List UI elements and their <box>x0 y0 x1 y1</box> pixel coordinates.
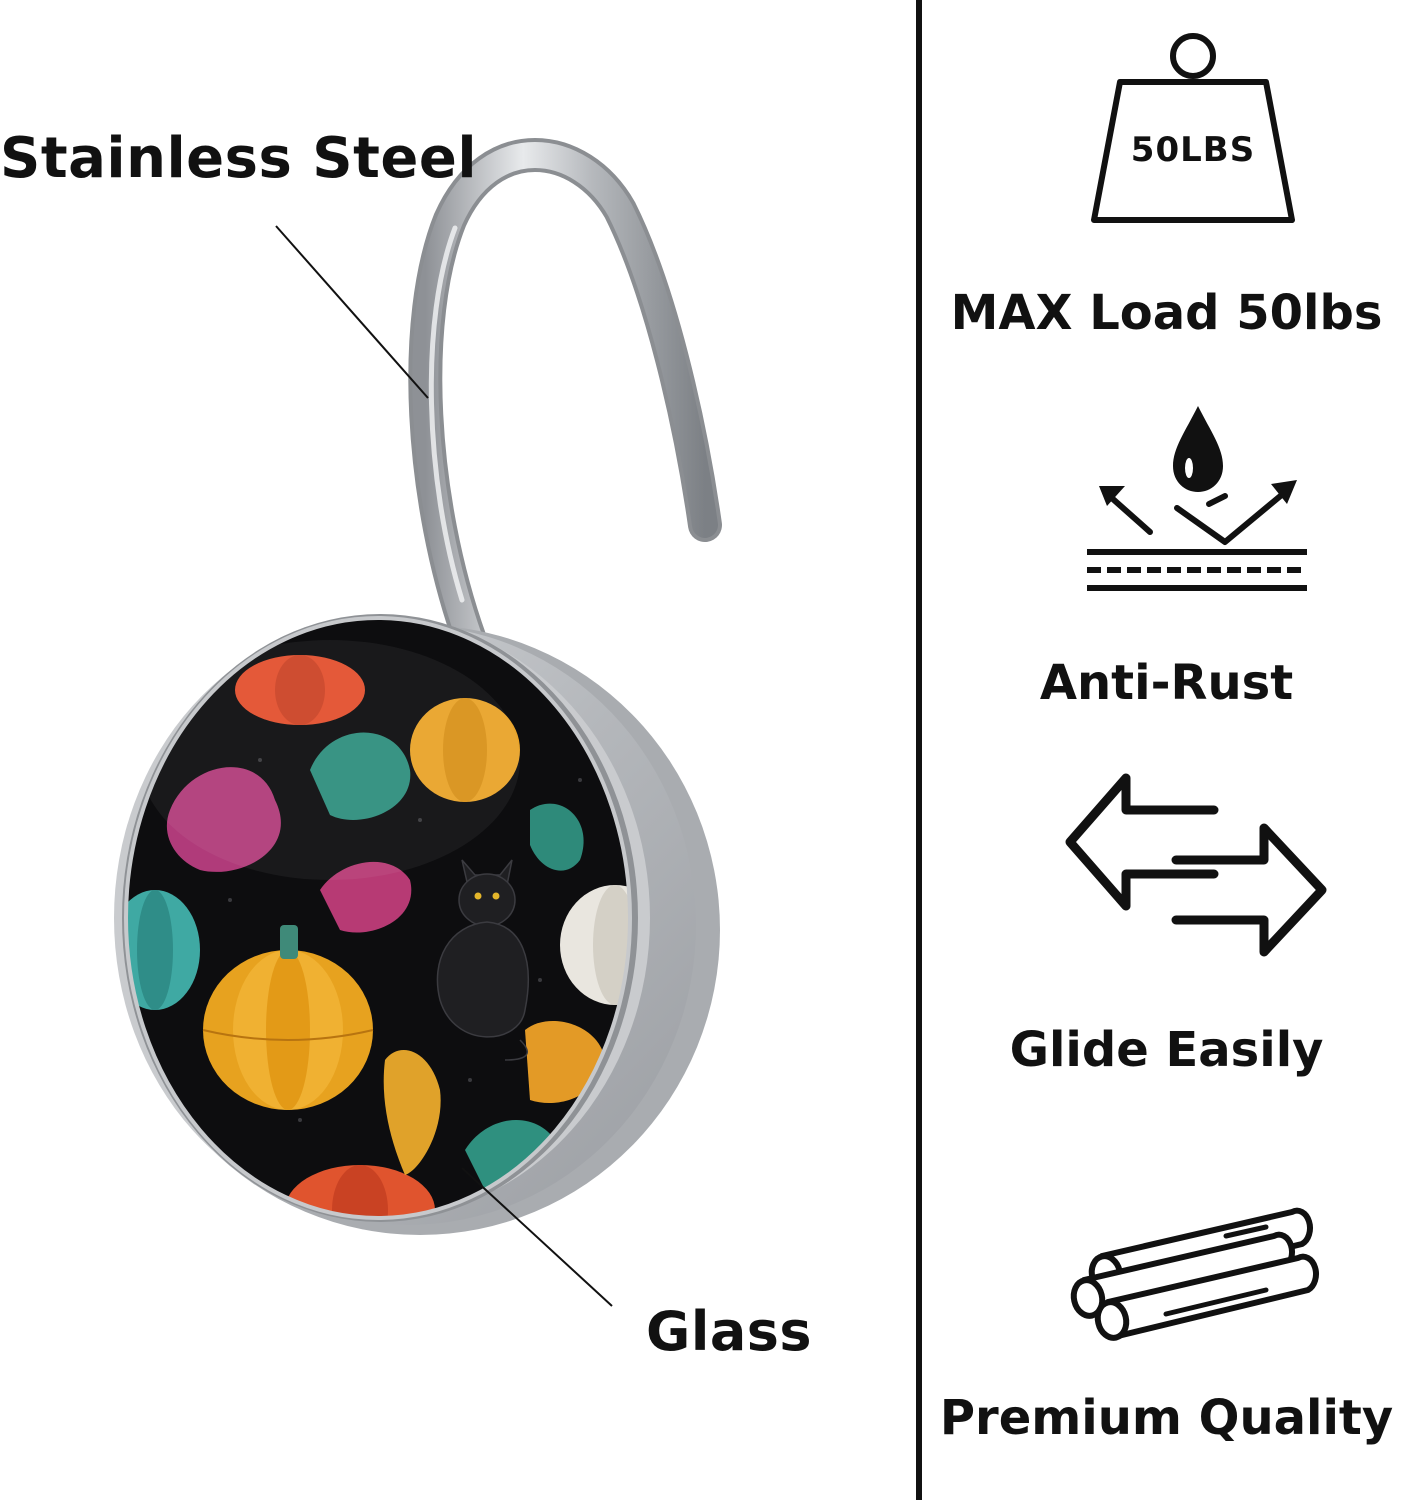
anti-rust-label: Anti-Rust <box>1039 655 1294 711</box>
glass-leader-line <box>461 1167 613 1307</box>
black-cat <box>436 859 529 1061</box>
glass-label: Glass <box>646 1300 813 1363</box>
pumpkin-orange-large <box>202 925 374 1110</box>
vertical-divider <box>916 0 922 1500</box>
leaf-pink <box>166 767 281 872</box>
pumpkin-red-top <box>235 655 365 725</box>
leaf-pink-small <box>320 861 412 933</box>
steel-leader-line <box>275 225 429 399</box>
shower-hook-illustration <box>114 138 722 1307</box>
glass-face <box>126 618 630 1218</box>
stainless-steel-label: Stainless Steel <box>0 126 478 191</box>
hook-wire <box>408 138 722 657</box>
glide-easily-label: Glide Easily <box>1009 1022 1324 1078</box>
pumpkin-red-bottom <box>285 1165 435 1218</box>
weight-icon <box>1091 33 1295 223</box>
glide-arrows-icon <box>1065 773 1327 957</box>
max-load-label: MAX Load 50lbs <box>950 285 1383 341</box>
leaf-teal-right <box>530 803 584 871</box>
leaf-teal <box>310 732 411 820</box>
premium-quality-label: Premium Quality <box>939 1390 1394 1446</box>
pumpkin-yellow-top <box>410 698 520 802</box>
leaf-amber-right <box>525 1021 605 1104</box>
water-repellent-icon <box>1087 406 1307 591</box>
steel-rods-icon <box>1070 1207 1319 1341</box>
weight-badge-text: 50LBS <box>1130 130 1256 170</box>
leaf-amber <box>383 1050 441 1175</box>
